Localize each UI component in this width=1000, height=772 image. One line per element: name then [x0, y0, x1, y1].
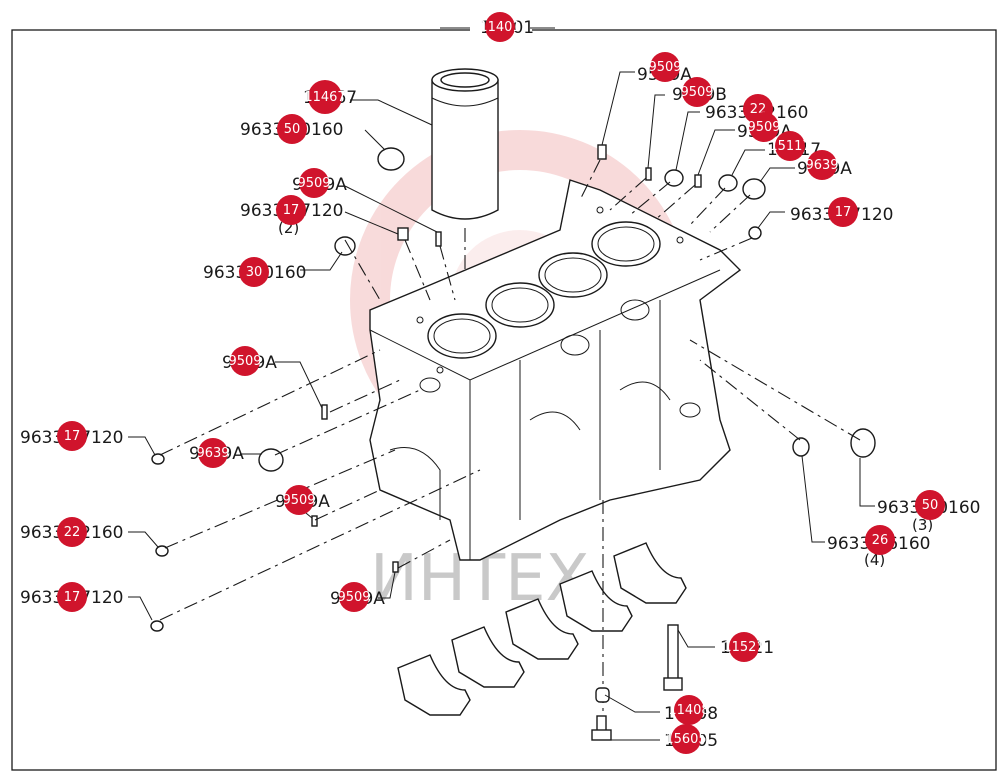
hotspot-9509a-4[interactable]: 9509: [337, 582, 371, 612]
hotspot-9639a-right[interactable]: 9639: [805, 150, 839, 180]
svg-text:50: 50: [284, 122, 301, 137]
svg-text:17: 17: [283, 203, 300, 218]
svg-text:15605: 15605: [665, 732, 706, 747]
hotspot-9633-17120-a[interactable]: 17: [276, 195, 306, 225]
svg-text:22: 22: [64, 525, 81, 540]
main-bearing-bolt: [663, 624, 683, 691]
right-side-plugs: [597, 144, 876, 458]
hotspot-9633-30160[interactable]: 30: [239, 257, 269, 287]
hotspot-9509a-5[interactable]: 9509: [648, 52, 682, 82]
svg-text:9639: 9639: [196, 446, 229, 461]
hotspot-11401[interactable]: 11401: [479, 12, 521, 42]
hotspot-9633-22160-left[interactable]: 22: [57, 517, 87, 547]
dowel-pin: [595, 687, 610, 703]
hotspot-9633-17120-b[interactable]: 17: [57, 421, 87, 451]
hotspot-9509a-6[interactable]: 9509: [747, 112, 781, 142]
cylinder-liner: [431, 68, 499, 220]
svg-text:9509: 9509: [228, 354, 261, 369]
svg-text:9509: 9509: [297, 176, 330, 191]
hotspot-15117[interactable]: 15117: [769, 131, 811, 161]
hotspot-9509b[interactable]: 9509: [680, 77, 714, 107]
hotspot-11521[interactable]: 11521: [723, 632, 765, 662]
svg-text:9509: 9509: [337, 590, 370, 605]
svg-text:30: 30: [246, 265, 263, 280]
svg-text:9509: 9509: [747, 120, 780, 135]
hotspot-markers: 11401 11467 50 9509 17 30 9509 17 9639 9…: [57, 12, 945, 754]
cylinder-block: [369, 179, 742, 561]
svg-text:26: 26: [872, 533, 889, 548]
hotspot-9509a-2[interactable]: 9509: [228, 346, 262, 376]
label-qty-4: (4): [864, 551, 885, 569]
svg-text:15117: 15117: [769, 139, 810, 154]
hotspot-15605[interactable]: 15605: [665, 724, 707, 754]
svg-text:9509: 9509: [282, 493, 315, 508]
svg-text:50: 50: [922, 498, 939, 513]
label-qty-3: (3): [912, 516, 933, 534]
hotspot-9633-50160-left[interactable]: 50: [277, 114, 307, 144]
hotspot-9633-17120-c[interactable]: 17: [57, 582, 87, 612]
svg-text:11521: 11521: [723, 640, 764, 655]
bearing-caps: [397, 542, 687, 716]
hotspot-11408[interactable]: 11408: [668, 695, 710, 725]
svg-text:9509: 9509: [680, 85, 713, 100]
svg-text:17: 17: [835, 205, 852, 220]
svg-text:11467: 11467: [304, 90, 345, 105]
hotspot-9633-50160-right[interactable]: 50: [915, 490, 945, 520]
svg-text:9639: 9639: [805, 158, 838, 173]
hotspot-9509a-3[interactable]: 9509: [282, 485, 316, 515]
hotspot-9633-26160[interactable]: 26: [865, 525, 895, 555]
svg-text:11401: 11401: [479, 20, 520, 35]
hotspot-11467[interactable]: 11467: [304, 80, 346, 114]
hotspot-9633-17120-d[interactable]: 17: [828, 197, 858, 227]
svg-text:17: 17: [64, 429, 81, 444]
small-bolt: [591, 715, 612, 741]
svg-text:17: 17: [64, 590, 81, 605]
svg-text:9509: 9509: [648, 60, 681, 75]
svg-text:11408: 11408: [668, 703, 709, 718]
hotspot-9639a-left[interactable]: 9639: [196, 438, 230, 468]
hotspot-9509a-1[interactable]: 9509: [297, 168, 331, 198]
